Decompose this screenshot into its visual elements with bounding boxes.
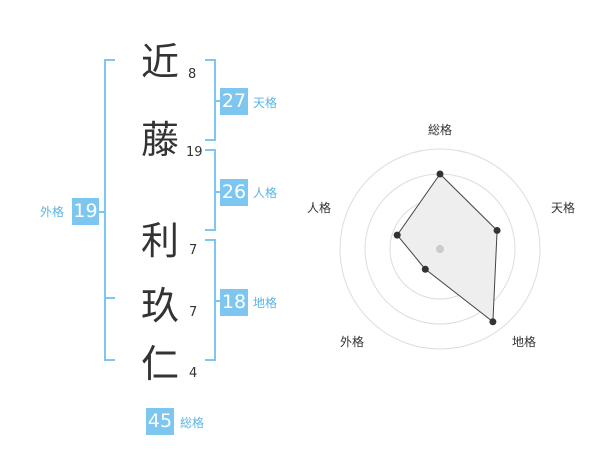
chikaku-value: 18 [220,289,248,316]
tenkaku-bracket [205,59,216,141]
name-char-3: 利 [140,219,179,263]
jinkaku-value: 26 [220,179,248,206]
gaikaku-bracket [104,59,115,361]
radar-label-chikaku: 地格 [512,335,537,349]
gaikaku-label: 外格 [40,205,65,219]
radar-label-gaikaku: 外格 [340,335,365,349]
chikaku-bracket [205,239,216,361]
radar-points [393,170,501,326]
soukaku-label: 総格 [180,416,205,430]
radar-point [393,231,401,239]
jinkaku-bracket [205,149,216,231]
radar-chart [339,148,541,350]
stroke-count-1: 8 [188,67,197,82]
radar-label-jinkaku: 人格 [307,201,332,215]
radar-label-tenkaku: 天格 [551,201,576,215]
stroke-count-5: 4 [189,366,198,381]
radar-ring [339,148,541,350]
name-char-4: 玖 [140,284,179,328]
radar-center-dot [436,245,444,253]
radar-label-soukaku: 総格 [428,123,453,137]
gaikaku-value: 19 [72,198,99,225]
stroke-count-4: 7 [189,305,198,320]
name-char-2: 藤 [140,118,179,162]
radar-point [421,265,429,273]
radar-point [436,170,444,178]
stroke-count-2: 19 [186,145,203,160]
name-char-5: 仁 [140,342,179,386]
radar-point [493,226,501,234]
jinkaku-label: 人格 [253,186,278,200]
soukaku-value: 45 [146,408,174,435]
tenkaku-label: 天格 [253,96,278,110]
radar-polygon [396,173,498,323]
tenkaku-value: 27 [220,88,248,115]
name-char-1: 近 [140,40,179,84]
radar-point [489,318,497,326]
stroke-count-3: 7 [189,243,198,258]
chikaku-label: 地格 [253,296,278,310]
